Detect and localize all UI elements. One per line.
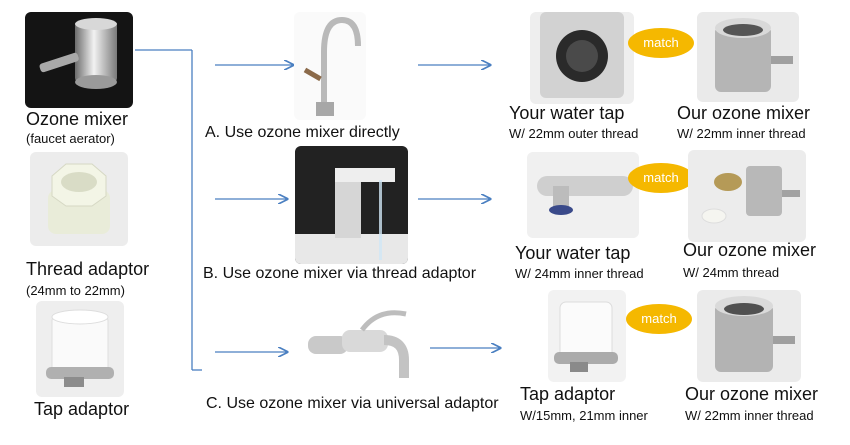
row-a-mixer-sub: W/ 22mm inner thread [677,126,806,141]
thread-adaptor-photo [30,152,128,246]
option-a-caption: A. Use ozone mixer directly [205,124,400,141]
gooseneck-faucet-image [303,16,361,116]
row-a-tap-sub: W/ 22mm outer thread [509,126,639,141]
wall-tap-image [308,310,409,378]
row-c-mixer-title: Our ozone mixer [685,384,819,404]
ozone-mixer-image [39,18,117,89]
row-c-mixer-photo [697,290,801,382]
row-c-adaptor-title: Tap adaptor [520,384,616,404]
row-c-match-badge: match [626,304,692,334]
thread-adaptor-title: Thread adaptor [26,259,150,279]
row-b-tap-title: Your water tap [515,243,631,263]
row-b-tap-photo [527,152,639,238]
row-a-mixer-image [715,18,793,92]
wall-tap-photo [302,306,420,386]
row-a-tap-title: Your water tap [509,103,625,123]
row-c-mixer-sub: W/ 22mm inner thread [685,408,814,423]
row-b-mixer-image [701,166,800,224]
row-a-mixer-photo [697,12,799,102]
tap-adaptor-title: Tap adaptor [34,399,130,419]
basin-faucet-image [295,168,408,264]
gooseneck-faucet-photo [294,12,366,120]
row-c-adaptor-photo [548,290,626,382]
row-a-mixer-title: Our ozone mixer [677,103,811,123]
thread-adaptor-subtitle: (24mm to 22mm) [26,283,125,298]
row-c-adaptor-sub: W/15mm, 21mm inner [520,408,648,423]
ozone-mixer-photo [25,12,133,108]
tap-adaptor-photo [36,301,124,397]
row-a-tap-photo [530,12,634,104]
row-b-tap-image [537,176,633,215]
row-b-match-badge: match [628,163,694,193]
thread-adaptor-image [48,163,110,234]
row-a-tap-image [540,12,624,98]
row-b-tap-sub: W/ 24mm inner thread [515,266,644,281]
row-b-mixer-sub: W/ 24mm thread [683,265,780,280]
row-b-mixer-title: Our ozone mixer [683,240,817,260]
ozone-mixer-subtitle: (faucet aerator) [26,131,115,146]
row-b-mixer-photo [688,150,806,242]
option-c-caption: C. Use ozone mixer via universal adaptor [206,395,499,412]
row-c-adaptor-image [554,301,618,372]
tap-adaptor-image [46,309,114,387]
ozone-mixer-title: Ozone mixer [26,109,129,129]
option-b-caption: B. Use ozone mixer via thread adaptor [203,265,477,282]
basin-faucet-photo [295,146,408,264]
row-a-match-badge: match [628,28,694,58]
row-c-mixer-image [715,296,795,372]
